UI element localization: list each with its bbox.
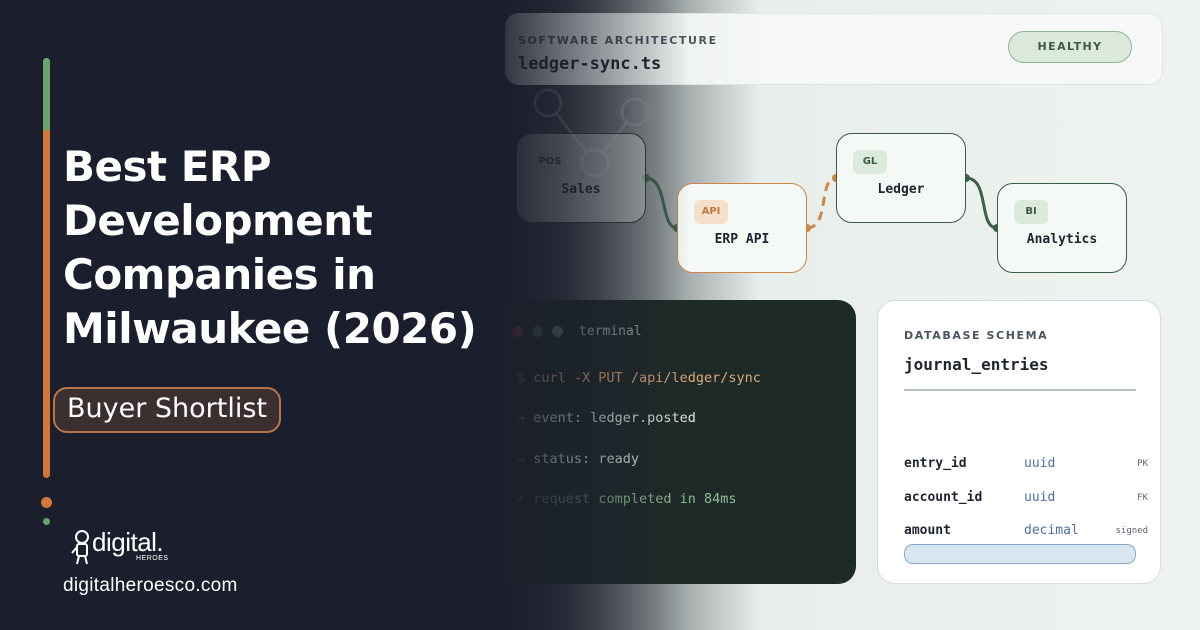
logo-subtext: HEROES [136,555,169,562]
column-name: amount [904,523,951,538]
hero-mascot-icon [71,530,89,565]
headline-line: Companies in [63,250,376,299]
column-type: uuid [1024,456,1056,471]
column-tag: signed [1115,526,1148,536]
terminal-value: ready [598,451,639,467]
column-tag: PK [1137,459,1148,469]
brand-logo: digital. HEROES [70,527,180,567]
window-maximize-dot [552,326,563,337]
accent-bar-highlight [43,58,50,130]
headline-line: Milwaukee (2026) [63,304,477,353]
accent-dot-green [43,518,50,525]
check-icon: ✓ [517,491,526,507]
node-analytics: BI Analytics [997,183,1127,273]
node-label: ERP API [714,232,770,247]
schema-row: entry_id uuid PK [904,456,1148,476]
column-type: uuid [1024,490,1056,505]
node-label: Sales [561,182,601,197]
node-chip-gl: GL [853,150,887,174]
arrow-icon: → [517,410,526,426]
window-minimize-dot [532,326,543,337]
terminal-line: $ curl -X PUT /api/ledger/sync [517,370,761,386]
node-sales: POS Sales [516,133,646,223]
headline-line: Best ERP [63,142,272,191]
health-status-badge: HEALTHY [1008,31,1132,63]
highlight-bar [904,544,1136,564]
column-tag: FK [1137,493,1148,503]
terminal-key: event: [533,410,583,426]
arrow-icon: → [517,451,526,467]
website-url: digitalheroesco.com [63,575,238,596]
headline: Best ERP Development Companies in Milwau… [63,140,503,356]
accent-bar [43,58,50,478]
divider [904,389,1136,391]
node-ledger: GL Ledger [836,133,966,223]
terminal-title: terminal [579,324,642,339]
terminal-value: ledger.posted [590,410,696,426]
terminal-line: → event: ledger.posted [517,410,696,426]
terminal-line: ✓ request completed in 84ms [517,491,737,507]
buyer-shortlist-tag: Buyer Shortlist [53,387,282,433]
node-chip-api: API [694,200,728,224]
terminal-key: request [533,491,591,507]
column-type: decimal [1024,523,1079,538]
terminal-value: completed in 84ms [598,491,737,507]
node-label: Ledger [877,182,925,197]
logo-wordmark: digital. [92,527,164,557]
column-name: account_id [904,490,983,505]
column-name: entry_id [904,456,967,471]
accent-dot-orange [41,497,52,508]
prompt-symbol: $ [517,370,526,386]
schema-row: amount decimal signed [904,523,1148,543]
window-close-dot [512,326,523,337]
database-schema-card: DATABASE SCHEMA journal_entries entry_id… [877,300,1161,584]
connector-sales-api [645,176,678,230]
node-chip-bi: BI [1014,200,1048,224]
node-erp-api: API ERP API [677,183,807,273]
terminal-window: terminal $ curl -X PUT /api/ledger/sync … [490,300,856,584]
terminal-line: → status: ready [517,451,639,467]
headline-line: Development [63,196,373,245]
schema-row: account_id uuid FK [904,490,1148,510]
node-label: Analytics [1026,232,1098,247]
schema-label: DATABASE SCHEMA [904,329,1049,342]
node-chip-pos: POS [533,150,567,174]
schema-table-name: journal_entries [904,355,1049,374]
connector-ledger-bi [965,176,998,230]
terminal-command: curl -X PUT /api/ledger/sync [533,370,761,386]
terminal-key: status: [533,451,591,467]
connector-api-ledger [806,176,837,230]
